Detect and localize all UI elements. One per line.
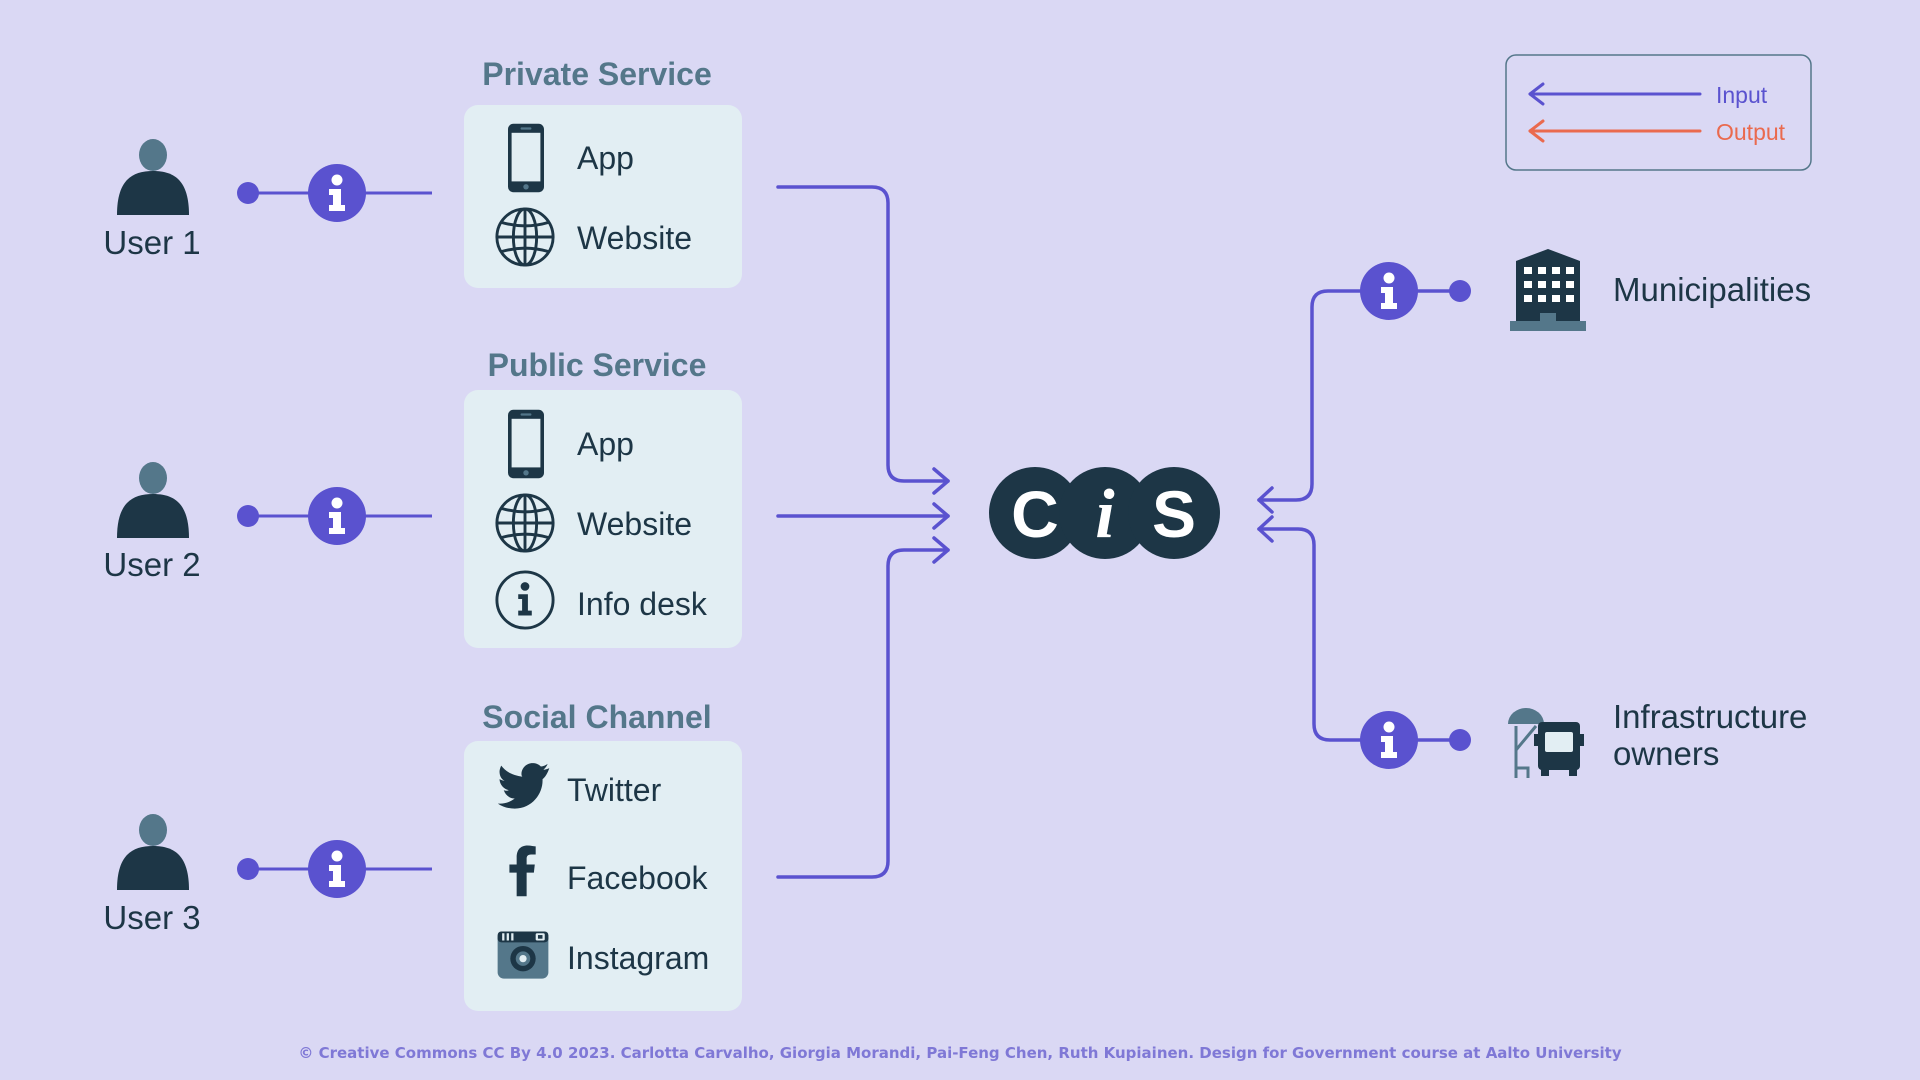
destination-infrastructure-owners: Infrastructure owners: [1506, 698, 1807, 780]
destination-flow-lines: [1257, 289, 1462, 742]
user-label: User 3: [103, 899, 200, 936]
user-label: User 2: [103, 546, 200, 583]
cis-logo: C i S: [989, 467, 1220, 559]
info-node-icon: [308, 164, 366, 222]
destination-label: Infrastructure: [1613, 698, 1807, 735]
legend: Input Output: [1505, 54, 1812, 171]
legend-output-label: Output: [1716, 119, 1786, 145]
arrowhead: [932, 536, 950, 564]
info-node-icon: [1360, 262, 1418, 320]
user-label: User 1: [103, 224, 200, 261]
group-private-service: Private Service App Website: [464, 56, 742, 288]
connector-dot: [237, 182, 259, 204]
group-title: Private Service: [482, 56, 712, 92]
connector-dot: [237, 858, 259, 880]
info-node-icon: [308, 487, 366, 545]
user-2: User 2: [103, 462, 201, 583]
arrowhead: [932, 502, 950, 530]
arrowhead: [1257, 486, 1274, 514]
user-1: User 1: [103, 139, 201, 261]
destination-label: owners: [1613, 735, 1719, 772]
building-icon: [1510, 249, 1586, 331]
group-social-channel: Social Channel Twitter Facebook Instagra…: [464, 699, 742, 1011]
user-connector-2: [237, 487, 432, 545]
person-icon: [117, 814, 189, 890]
logo-letter: S: [1152, 477, 1196, 551]
connector-dot: [1449, 729, 1471, 751]
bus-stop-icon: [1506, 706, 1586, 780]
copyright-footer: © Creative Commons CC By 4.0 2023. Carlo…: [298, 1044, 1622, 1062]
group-title: Social Channel: [482, 699, 711, 735]
item-label: App: [577, 140, 634, 176]
arrowhead: [1257, 515, 1274, 543]
item-label: Twitter: [567, 772, 662, 808]
item-label: Website: [577, 506, 692, 542]
logo-letter: C: [1011, 477, 1059, 551]
globe-icon: [495, 493, 555, 553]
group-card: [464, 105, 742, 288]
destination-connector-2: [1360, 711, 1471, 769]
destination-connector-1: [1360, 262, 1471, 320]
infrastructure-line: [1257, 527, 1462, 742]
social-to-cis-line: [776, 548, 950, 879]
person-icon: [117, 462, 189, 538]
phone-icon: [508, 409, 544, 479]
destination-label: Municipalities: [1613, 271, 1811, 308]
logo-letter: i: [1095, 476, 1115, 553]
private-to-cis-line: [776, 185, 950, 483]
person-icon: [117, 139, 189, 215]
input-flow-lines: [776, 185, 950, 879]
user-connector-3: [237, 840, 432, 898]
legend-output-arrow: [1528, 119, 1702, 143]
info-node-icon: [308, 840, 366, 898]
legend-box: [1505, 54, 1812, 171]
user-3: User 3: [103, 814, 201, 936]
item-label: App: [577, 426, 634, 462]
phone-icon: [508, 123, 544, 193]
item-label: Info desk: [577, 586, 708, 622]
instagram-icon: [497, 931, 549, 979]
item-label: Facebook: [567, 860, 709, 896]
arrowhead: [932, 467, 950, 495]
globe-icon: [495, 207, 555, 267]
group-title: Public Service: [488, 347, 707, 383]
legend-input-label: Input: [1716, 82, 1768, 108]
group-public-service: Public Service App Website Info desk: [464, 347, 742, 648]
user-connector-1: [237, 164, 432, 222]
connector-dot: [1449, 280, 1471, 302]
destination-municipalities: Municipalities: [1510, 249, 1811, 331]
item-label: Instagram: [567, 940, 709, 976]
info-node-icon: [1360, 711, 1418, 769]
legend-input-arrow: [1528, 82, 1702, 106]
connector-dot: [237, 505, 259, 527]
municipalities-line: [1257, 289, 1462, 502]
item-label: Website: [577, 220, 692, 256]
